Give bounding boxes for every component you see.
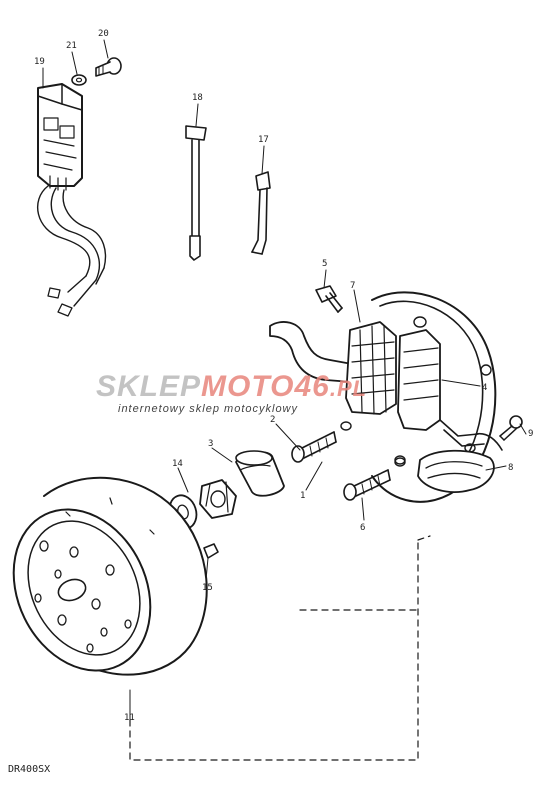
- model-code-label: DR400SX: [8, 764, 50, 775]
- callout-1: 1: [300, 491, 305, 501]
- callout-11: 11: [124, 713, 135, 723]
- callout-19: 19: [34, 57, 45, 67]
- clamp-part-17: [251, 171, 271, 255]
- nut-part-14: [199, 479, 237, 519]
- callout-9: 9: [528, 429, 533, 439]
- callout-18: 18: [192, 93, 203, 103]
- watermark-brand-suffix: .PL: [330, 376, 367, 401]
- leader-lines: [42, 39, 527, 713]
- callout-15: 15: [202, 583, 213, 593]
- watermark-logo: SKLEPMOTO46.PL internetowy sklep motocyk…: [96, 370, 367, 415]
- washer-part-21: [71, 74, 87, 86]
- callout-20: 20: [98, 29, 109, 39]
- strap-part-18: [185, 125, 207, 261]
- key-part-15: [203, 543, 219, 559]
- callout-2: 2: [270, 415, 275, 425]
- watermark-tagline: internetowy sklep motocyklowy: [118, 403, 299, 415]
- callout-8: 8: [508, 463, 513, 473]
- screws-part-2: [291, 421, 406, 501]
- screw-part-20: [95, 57, 122, 77]
- callout-4: 4: [482, 383, 487, 393]
- flywheel-rotor-part-11: [12, 476, 208, 676]
- spacer-part-3: [235, 450, 285, 497]
- callout-14: 14: [172, 459, 183, 469]
- screw-part-5: [315, 285, 343, 313]
- callout-labels: 19 21 20 18 17 5 7 4 2 3 14 9 8 1 6 15 1…: [34, 29, 533, 723]
- svg-text:SKLEPMOTO46.PL: SKLEPMOTO46.PL: [96, 370, 367, 403]
- callout-21: 21: [66, 41, 77, 51]
- regulator-unit-part-19: [37, 83, 107, 317]
- watermark-brand-part1: SKLEP: [96, 370, 201, 403]
- callout-17: 17: [258, 135, 269, 145]
- callout-6: 6: [360, 523, 365, 533]
- callout-5: 5: [322, 259, 327, 269]
- stator-assembly: [269, 291, 503, 503]
- watermark-brand-part2: MOTO46: [201, 370, 330, 403]
- callout-3: 3: [208, 439, 213, 449]
- callout-7: 7: [350, 281, 355, 291]
- screw-part-9: [499, 415, 523, 441]
